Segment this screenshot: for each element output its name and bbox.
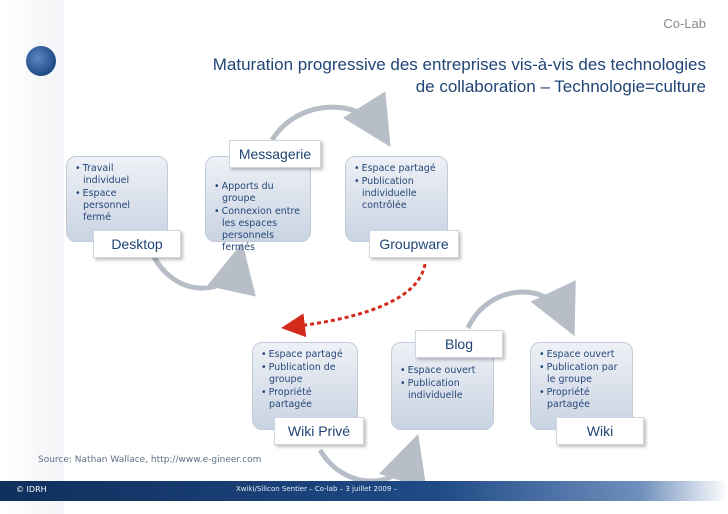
colab-logo-icon [26, 46, 56, 76]
desktop-item-2: Espace personnel fermé [75, 188, 159, 224]
card-desktop: Travail individuel Espace personnel ferm… [66, 156, 168, 242]
desktop-item-1: Travail individuel [75, 163, 159, 187]
messagerie-item-1: Apports du groupe [214, 181, 302, 205]
left-side-strip [0, 0, 64, 514]
card-messagerie: Apports du groupe Connexion entre les es… [205, 156, 311, 253]
label-wiki: Wiki [556, 417, 644, 445]
footer-center-text: Xwiki/Silicon Sentier – Co-lab – 3 juill… [236, 485, 398, 493]
footer-copyright: © IDRH [16, 485, 47, 494]
arrow-wikiprive-to-blog [317, 433, 427, 490]
groupware-item-2: Publication individuelle contrôlée [354, 176, 439, 212]
arrow-desktop-to-messagerie [147, 242, 256, 297]
label-desktop: Desktop [93, 230, 181, 258]
arrow-groupware-to-wikiprive [281, 263, 427, 338]
source-citation: Source: Nathan Wallace, http://www.e-gin… [38, 455, 262, 465]
arrow-blog-to-wiki [465, 280, 576, 337]
card-wiki: Espace ouvert Publication par le groupe … [530, 342, 633, 430]
arrow-messagerie-to-groupware [269, 91, 391, 147]
label-wiki-prive: Wiki Privé [274, 417, 364, 445]
title-line-2: de collaboration – Technologie=culture [415, 77, 706, 96]
wiki-item-2: Publication par le groupe [539, 362, 624, 386]
card-groupware: Espace partagé Publication individuelle … [345, 156, 448, 242]
wikiprive-item-3: Propriété partagée [261, 387, 349, 411]
card-wiki-prive: Espace partagé Publication de groupe Pro… [252, 342, 358, 430]
slide-title: Maturation progressive des entreprises v… [96, 54, 706, 98]
wiki-item-3: Propriété partagée [539, 387, 624, 411]
blog-item-2: Publication individuelle [400, 378, 485, 402]
label-groupware: Groupware [369, 230, 459, 258]
groupware-item-1: Espace partagé [354, 163, 439, 175]
messagerie-item-2: Connexion entre les espaces personnels f… [214, 206, 302, 254]
brand-label: Co-Lab [663, 16, 706, 31]
wiki-item-1: Espace ouvert [539, 349, 624, 361]
wikiprive-item-1: Espace partagé [261, 349, 349, 361]
footer-bar [0, 481, 728, 501]
label-messagerie: Messagerie [229, 140, 321, 168]
blog-item-1: Espace ouvert [400, 365, 485, 377]
label-blog: Blog [415, 330, 503, 358]
wikiprive-item-2: Publication de groupe [261, 362, 349, 386]
title-line-1: Maturation progressive des entreprises v… [212, 55, 706, 74]
